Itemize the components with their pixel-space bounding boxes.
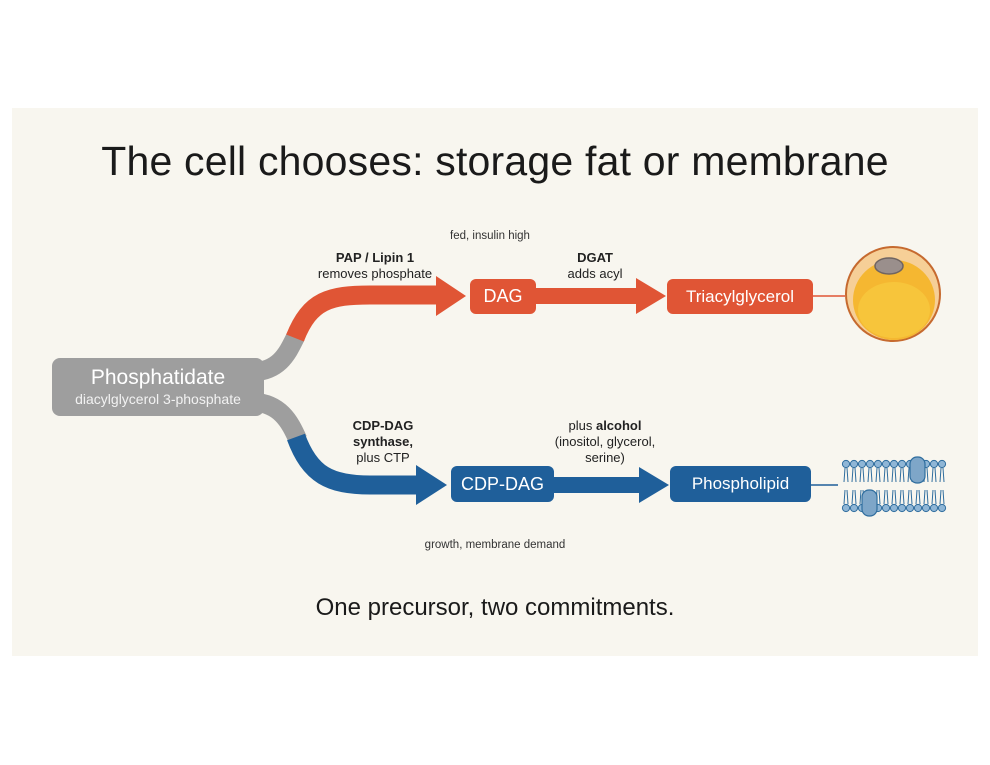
storage-arrow-head — [436, 276, 466, 316]
alcohol-bold: alcohol — [595, 418, 642, 433]
phosphatidate-node: Phosphatidate diacylglycerol 3-phosphate — [52, 358, 264, 416]
alcohol-prefix: plus — [568, 418, 596, 433]
pap-lipin-label: PAP / Lipin 1 removes phosphate — [300, 250, 450, 282]
storage-condition-label: fed, insulin high — [450, 230, 530, 242]
storage-arrow-shaft — [286, 285, 440, 342]
pap-lipin-enzyme: PAP / Lipin 1 — [335, 250, 415, 265]
dgat-enzyme: DGAT — [577, 250, 613, 265]
cdp-dag-synthase-action: plus CTP — [356, 450, 410, 465]
dag-to-tag-head — [636, 278, 666, 314]
diagram-subtitle: One precursor, two commitments. — [315, 594, 675, 621]
pap-lipin-action: removes phosphate — [317, 266, 433, 281]
phospholipid-node: Phospholipid — [670, 466, 811, 502]
membrane-condition-label: growth, membrane demand — [424, 539, 566, 551]
phosphatidate-label: Phosphatidate — [90, 366, 226, 389]
alcohol-detail-2: serine) — [585, 450, 625, 465]
dgat-label: DGAT adds acyl — [540, 250, 650, 282]
cdp-dag-synthase-line1: CDP-DAG — [352, 418, 414, 433]
triacylglycerol-node: Triacylglycerol — [667, 279, 813, 314]
lipid-droplet-icon — [845, 246, 941, 342]
dgat-action: adds acyl — [567, 266, 623, 281]
membrane-arrow-head — [416, 465, 447, 505]
alcohol-detail-1: (inositol, glycerol, — [554, 434, 656, 449]
membrane-arrow-shaft — [287, 433, 420, 495]
cdp-dag-synthase-line2: synthase, — [353, 434, 413, 449]
cdp-dag-node: CDP-DAG — [451, 466, 554, 502]
alcohol-label: plus alcohol (inositol, glycerol, serine… — [530, 418, 680, 466]
diagram-title: The cell chooses: storage fat or membran… — [101, 138, 889, 184]
cdp-dag-synthase-label: CDP-DAG synthase, plus CTP — [323, 418, 443, 466]
phosphatidate-sublabel: diacylglycerol 3-phosphate — [75, 391, 241, 407]
cdp-to-pl-head — [639, 467, 669, 503]
dag-node: DAG — [470, 279, 536, 314]
lipid-bilayer-icon — [841, 456, 947, 517]
